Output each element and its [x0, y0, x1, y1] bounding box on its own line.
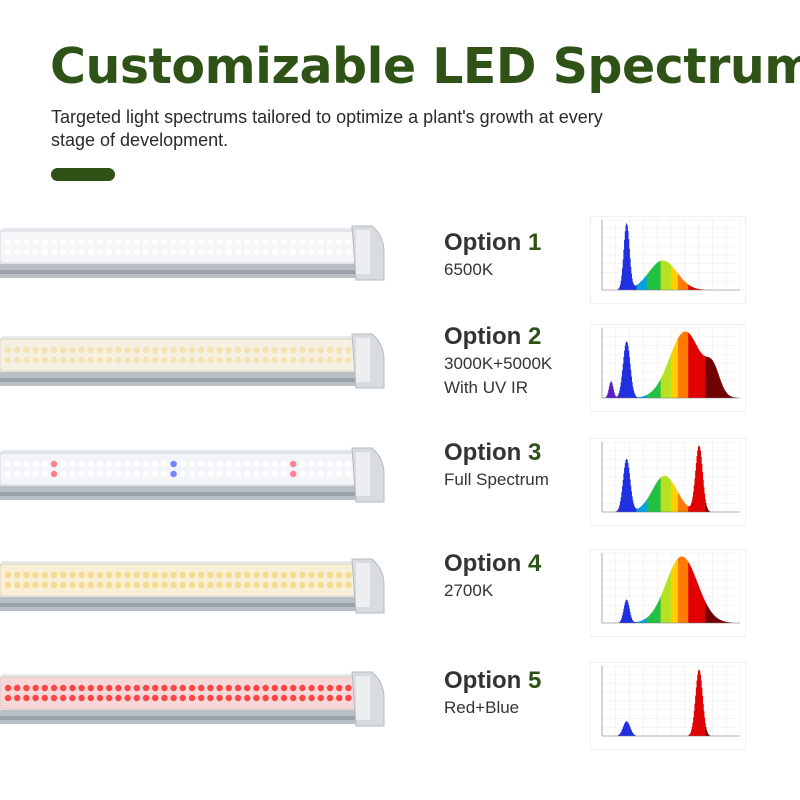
led-tube-icon [0, 333, 385, 389]
spectrum-plot [590, 216, 746, 304]
option-text: Option 4 2700K [444, 549, 584, 603]
option-title: Option 3 [444, 439, 542, 466]
option-row-3: Option 3 Full Spectrum [0, 438, 800, 554]
led-tube-icon [0, 558, 385, 614]
option-description: Red+Blue [444, 698, 520, 717]
tube-body [0, 225, 385, 281]
option-row-1: Option 1 6500K [0, 216, 800, 332]
option-title: Option 4 [444, 550, 542, 577]
option-description: 3000K+5000K [444, 354, 553, 373]
option-description: 6500K [444, 260, 494, 279]
option-row-4: Option 4 2700K [0, 549, 800, 665]
spectrum-graph-icon [590, 438, 746, 526]
spectrum-plot [590, 438, 746, 526]
spectrum-plot [590, 324, 746, 412]
option-text: Option 3 Full Spectrum [444, 438, 584, 492]
spectrum-graph-icon [590, 216, 746, 304]
spectrum-graph-icon [590, 662, 746, 750]
led-tube-icon [0, 671, 385, 727]
option-text: Option 2 3000K+5000K With UV IR [444, 322, 584, 400]
option-title: Option 5 [444, 667, 542, 694]
tube-body [0, 671, 385, 727]
option-row-5: Option 5 Red+Blue [0, 662, 800, 778]
option-description: 2700K [444, 581, 494, 600]
tube-body [0, 447, 385, 503]
option-row-2: Option 2 3000K+5000K With UV IR [0, 323, 800, 440]
option-description: Full Spectrum [444, 470, 549, 489]
led-tube-icon [0, 447, 385, 503]
spectrum-plot [590, 662, 746, 750]
tube-body [0, 333, 385, 389]
option-title: Option 1 [444, 229, 542, 256]
page-title: Customizable LED Spectrum [50, 38, 800, 95]
accent-bar [51, 168, 115, 181]
option-text: Option 5 Red+Blue [444, 666, 584, 720]
spectrum-graph-icon [590, 324, 746, 412]
spectrum-plot [590, 549, 746, 637]
led-tube-icon [0, 225, 385, 281]
option-title: Option 2 [444, 323, 542, 350]
tube-body [0, 558, 385, 614]
spectrum-graph-icon [590, 549, 746, 637]
page-subtitle: Targeted light spectrums tailored to opt… [51, 107, 603, 150]
option-description: With UV IR [444, 378, 529, 397]
option-text: Option 1 6500K [444, 228, 584, 282]
